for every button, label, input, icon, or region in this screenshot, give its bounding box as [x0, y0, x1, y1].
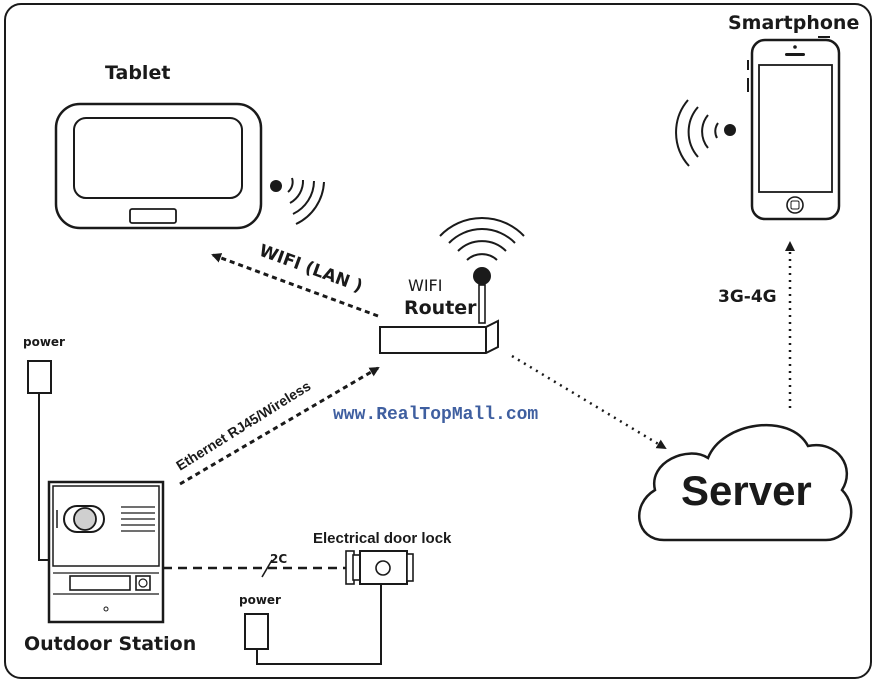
- outdoor-station-label: Outdoor Station: [24, 633, 196, 655]
- door-lock-icon: [345, 550, 414, 585]
- smartphone-label: Smartphone: [728, 12, 859, 34]
- ethernet-label: Ethernet RJ45/Wireless: [173, 377, 314, 473]
- power-bottom-label: power: [239, 593, 281, 607]
- router-label: Router: [404, 297, 477, 319]
- wire-2c-label: 2C: [270, 552, 287, 566]
- power-bottom-adapter-icon: [244, 613, 269, 650]
- watermark-text: www.RealTopMall.com: [333, 405, 538, 425]
- router-icon: [379, 267, 499, 354]
- ethernet-link: [179, 366, 380, 486]
- wifi-lan-link: [211, 253, 379, 318]
- smartphone-icon: [747, 36, 841, 221]
- tablet-wireless-signal-icon: [270, 177, 325, 225]
- tablet-icon: [54, 102, 263, 230]
- router-server-link: [511, 354, 667, 450]
- wifi-lan-label: WIFI (LAN ): [256, 241, 365, 297]
- door-lock-label: Electrical door lock: [313, 530, 452, 547]
- diagram-frame: [4, 3, 872, 679]
- power-top-cable: [38, 393, 49, 561]
- router-wifi-label: WIFI: [408, 276, 442, 295]
- network-3g4g-label: 3G-4G: [718, 287, 777, 307]
- tablet-label: Tablet: [105, 62, 170, 84]
- power-top-adapter-icon: [27, 360, 52, 394]
- wire-2c-marker: [261, 559, 273, 578]
- router-wireless-signal-icon: [439, 217, 525, 261]
- power-top-label: power: [23, 335, 65, 349]
- outdoor-station-icon: [47, 480, 165, 624]
- server-cloud-icon: [638, 424, 853, 542]
- smartphone-wireless-signal-icon: [675, 99, 736, 167]
- power-bottom-cable: [256, 584, 382, 665]
- server-label: Server: [681, 467, 812, 514]
